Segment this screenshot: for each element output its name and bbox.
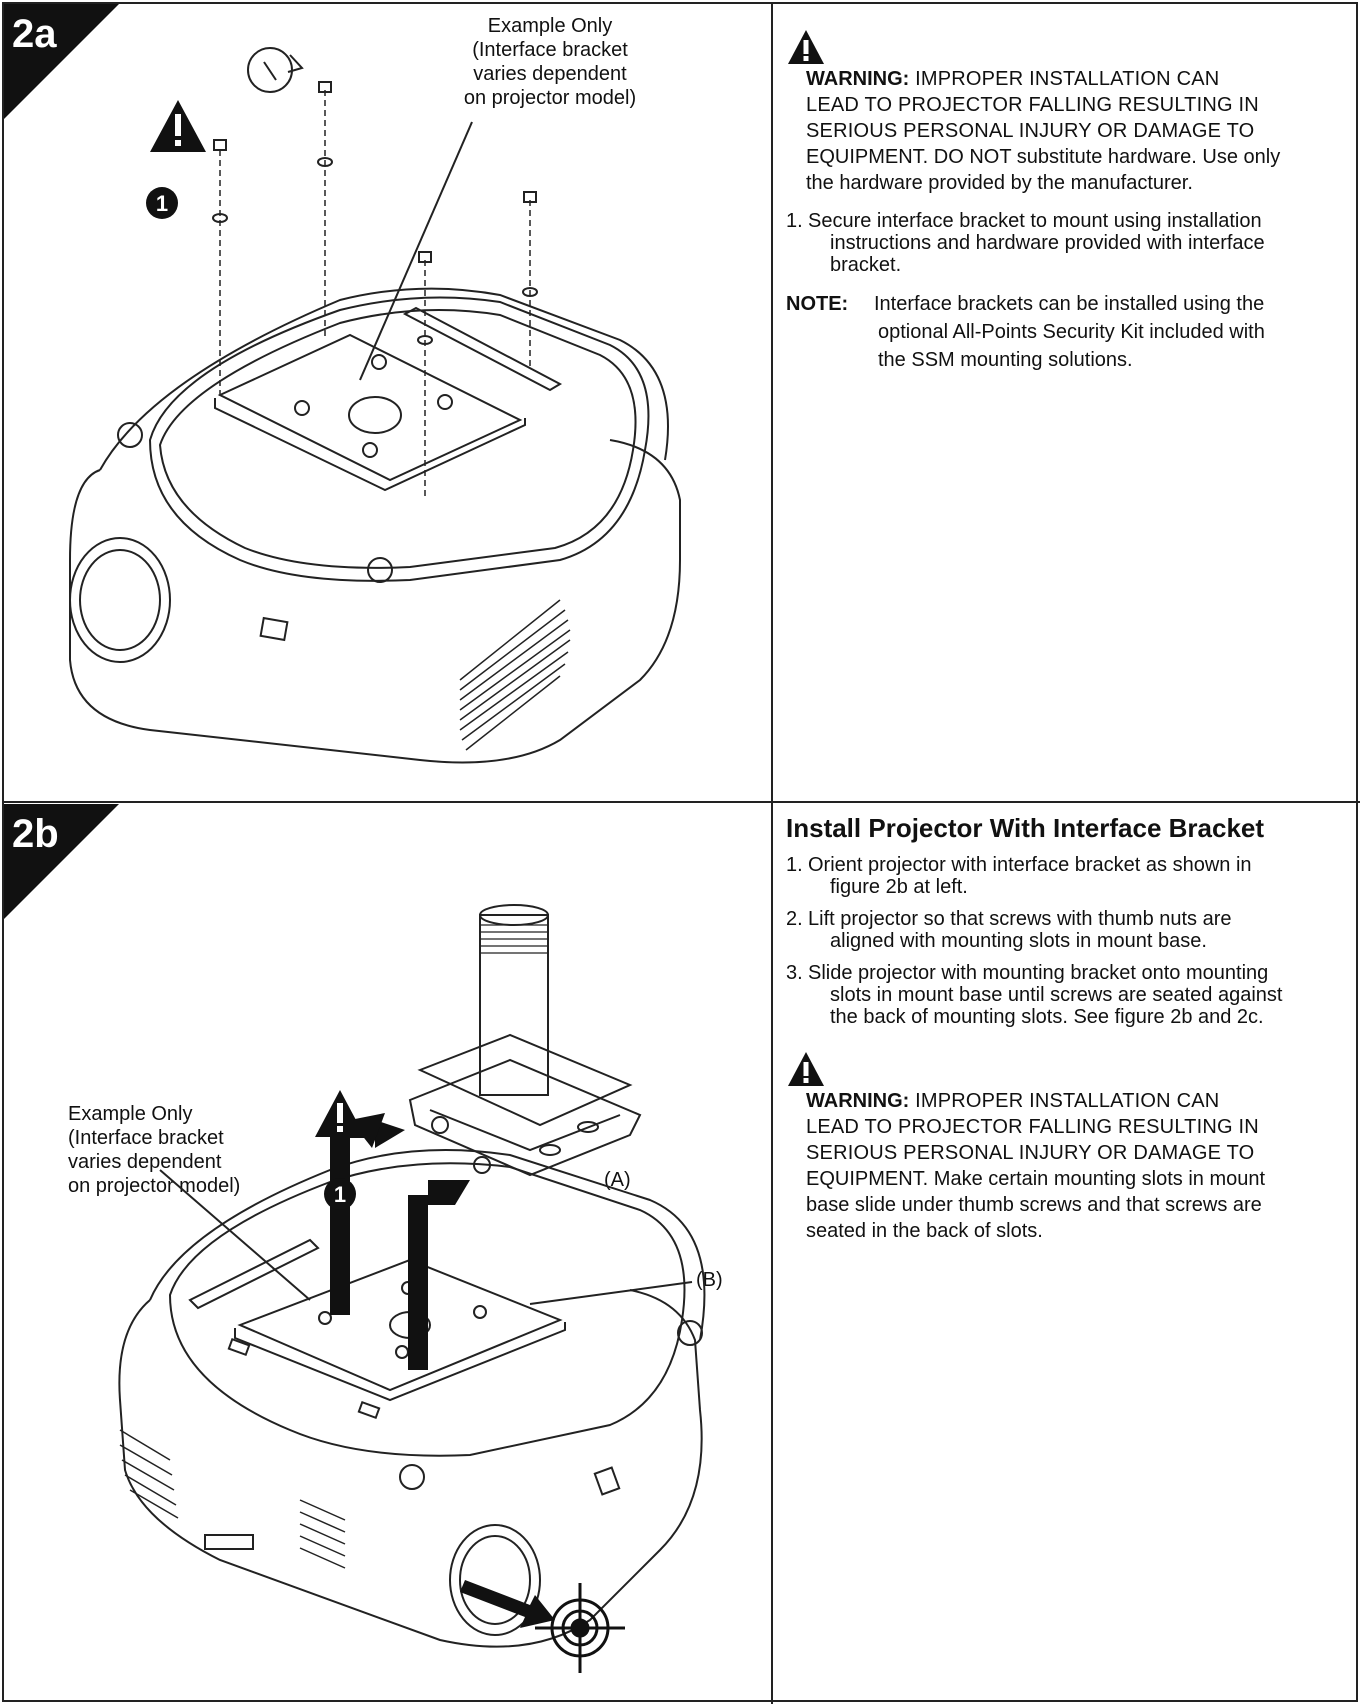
step-line: the back of mounting slots. See figure 2… [830, 1006, 1264, 1028]
mount-rail [188, 1238, 320, 1310]
instruction-step: 1. Secure interface bracket to mount usi… [786, 210, 1352, 276]
section-2b-text: Install Projector With Interface Bracket… [786, 812, 1352, 1244]
column-divider [771, 2, 773, 1704]
mount-head [417, 1033, 633, 1127]
row-divider [2, 801, 1360, 803]
figure-2a-callout: Example Only (Interface bracket varies d… [440, 14, 660, 110]
interface-bracket-plate [217, 333, 523, 482]
note-label: NOTE: [786, 293, 849, 315]
warning-triangle-icon [788, 1052, 824, 1086]
warning-line: LEAD TO PROJECTOR FALLING RESULTING IN [806, 94, 1259, 116]
note-line: optional All-Points Security Kit include… [878, 321, 1265, 343]
push-arrow-icon [460, 1580, 555, 1628]
projector-vents [119, 1429, 346, 1569]
step-marker-text: 1 [334, 1182, 346, 1207]
section-title: Install Projector With Interface Bracket [786, 813, 1265, 843]
step-line: Secure interface bracket to mount using … [808, 210, 1262, 232]
section-2a-text: WARNING: IMPROPER INSTALLATION CAN LEAD … [786, 28, 1352, 374]
step-line: Orient projector with interface bracket … [808, 854, 1252, 876]
callout-line: on projector model) [463, 87, 637, 109]
step-marker-text: 1 [156, 191, 168, 216]
step-number: 3. [786, 962, 803, 984]
instruction-step: 1. Orient projector with interface brack… [786, 854, 1352, 898]
step-marker-icon: 1 [324, 1178, 356, 1210]
warning-block: WARNING: IMPROPER INSTALLATION CAN LEAD … [806, 66, 1352, 196]
figure-2b-illustration: 1 [118, 904, 706, 1673]
warning-triangle-icon [315, 1090, 365, 1137]
warning-triangle-icon [788, 30, 824, 64]
lift-arrow-icon [330, 1113, 405, 1315]
callout-line: Example Only [487, 15, 613, 37]
step-marker-icon: 1 [146, 187, 178, 219]
projector-top-panel [148, 296, 650, 582]
figure-2b-label: 2b [12, 812, 59, 856]
callout-line: on projector model) [68, 1175, 241, 1197]
callout-line: varies dependent [68, 1151, 222, 1173]
callout-leader-line [359, 121, 473, 381]
warning-heading: WARNING: [806, 68, 910, 90]
projector-lens [69, 537, 171, 663]
step-line: figure 2b at left. [830, 876, 968, 898]
target-crosshair-icon [535, 1583, 625, 1673]
projector-body-outline [118, 1289, 703, 1648]
step-number: 2. [786, 908, 803, 930]
figure-2a-illustration: 1 [69, 47, 681, 764]
warning-triangle-icon [150, 100, 206, 152]
warning-line: EQUIPMENT. DO NOT substitute hardware. U… [806, 146, 1281, 168]
interface-bracket-plate [237, 1258, 563, 1392]
instruction-step: 2. Lift projector so that screws with th… [786, 908, 1352, 952]
callout-line: (Interface bracket [68, 1127, 224, 1149]
warning-line: the hardware provided by the manufacture… [806, 172, 1193, 194]
instruction-step: 3. Slide projector with mounting bracket… [786, 962, 1352, 1028]
step-line: instructions and hardware provided with … [830, 232, 1265, 254]
warning-line: seated in the back of slots. [806, 1220, 1043, 1242]
figure-2b-callout: Example Only (Interface bracket varies d… [68, 1102, 240, 1198]
callout-line: varies dependent [473, 63, 627, 85]
warning-line: IMPROPER INSTALLATION CAN [909, 68, 1220, 90]
projector-body-outline [69, 439, 681, 764]
mount-pipe [479, 904, 549, 1096]
screwdriver-rotate-icon [247, 47, 304, 93]
figure-2a-corner-tab: 2a [4, 4, 119, 119]
step-line: slots in mount base until screws are sea… [830, 984, 1283, 1006]
step-line: Slide projector with mounting bracket on… [808, 962, 1269, 984]
label-a: (A) [604, 1169, 631, 1191]
figure-2b-corner-tab: 2b [4, 804, 119, 919]
label-b-leader-line [529, 1281, 693, 1305]
warning-line: base slide under thumb screws and that s… [806, 1194, 1262, 1216]
note-line: the SSM mounting solutions. [878, 349, 1133, 371]
step-line: bracket. [830, 254, 902, 276]
projector-label-plate [204, 1534, 254, 1550]
lift-arrow-icon [408, 1180, 470, 1370]
warning-line: SERIOUS PERSONAL INJURY OR DAMAGE TO [806, 1142, 1255, 1164]
warning-line: SERIOUS PERSONAL INJURY OR DAMAGE TO [806, 120, 1255, 142]
step-line: aligned with mounting slots in mount bas… [830, 930, 1207, 952]
step-line: Lift projector so that screws with thumb… [808, 908, 1232, 930]
warning-block: WARNING: IMPROPER INSTALLATION CAN LEAD … [806, 1088, 1352, 1244]
warning-line: EQUIPMENT. Make certain mounting slots i… [806, 1168, 1266, 1190]
figure-2a-label: 2a [12, 12, 57, 56]
note-line: Interface brackets can be installed usin… [874, 293, 1265, 315]
warning-heading: WARNING: [806, 1090, 910, 1112]
mount-rail [402, 306, 563, 392]
screw-set [212, 81, 538, 345]
callout-line: (Interface bracket [472, 39, 628, 61]
warning-line: IMPROPER INSTALLATION CAN [909, 1090, 1220, 1112]
callout-leader-line [159, 1169, 311, 1301]
projector-lens [449, 1524, 541, 1636]
step-number: 1. [786, 210, 803, 232]
step-number: 1. [786, 854, 803, 876]
projector-vents [459, 599, 571, 751]
note-block: NOTE: Interface brackets can be installe… [786, 290, 1352, 374]
warning-line: LEAD TO PROJECTOR FALLING RESULTING IN [806, 1116, 1259, 1138]
callout-line: Example Only [68, 1103, 193, 1125]
